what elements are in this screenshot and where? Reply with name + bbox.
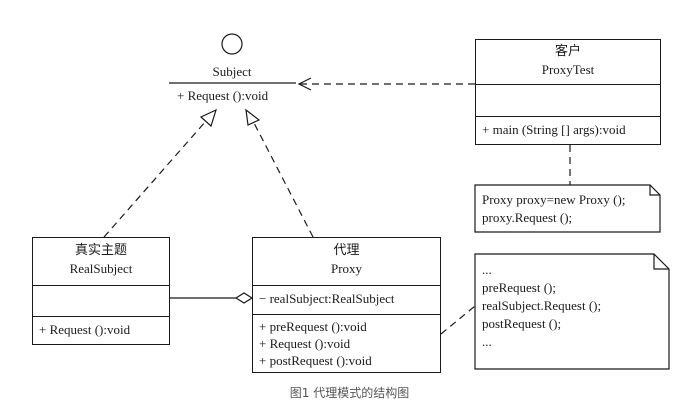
proxy-attributes-section (253, 285, 440, 286)
realsubject-operations-section (33, 316, 169, 317)
proxy-operation: + Request ():void (259, 336, 351, 351)
realization-realsubject (103, 120, 207, 238)
subject-name: Subject (212, 64, 252, 79)
dependency-arrowhead (297, 77, 312, 91)
note-anchor-proxy (440, 305, 476, 335)
client-stereotype: 客户 (554, 44, 581, 59)
note-client-line: Proxy proxy=new Proxy (); (482, 192, 626, 207)
realization-proxy (253, 122, 314, 238)
proxy-class-box: 代理 Proxy − realSubject:RealSubject + pre… (252, 237, 441, 373)
proxy-class-name: Proxy (330, 261, 363, 276)
client-class-name: ProxyTest (541, 62, 595, 77)
note-client-shape (474, 184, 661, 233)
client-operations-section (476, 116, 660, 117)
proxy-stereotype: 代理 (333, 243, 360, 258)
note-proxy-shape (474, 253, 670, 370)
client-operation: + main (String [] args):void (482, 122, 626, 137)
realsubject-attributes-section (33, 285, 169, 286)
note-proxy-line: postRequest (); (482, 316, 562, 331)
note-client-fold (649, 185, 660, 196)
aggregation-diamond (234, 292, 254, 304)
note-proxy-line: ... (482, 334, 492, 349)
note-proxy-line: preRequest (); (482, 280, 557, 295)
note-proxy-fold (653, 254, 669, 270)
proxy-operation: + preRequest ():void (259, 319, 367, 334)
realization-arrowhead-realsubject (199, 108, 217, 128)
realsubject-operation: + Request ():void (39, 322, 131, 337)
client-class-box: 客户 ProxyTest + main (String [] args):voi… (475, 39, 661, 145)
realsubject-class-name: RealSubject (69, 261, 133, 276)
subject-operation: + Request ():void (177, 88, 269, 103)
note-proxy-line: realSubject.Request (); (482, 298, 602, 313)
figure-caption: 图1 代理模式的结构图 (289, 386, 410, 400)
proxy-operations-section (253, 314, 440, 315)
note-client-line: proxy.Request (); (482, 210, 573, 225)
client-attributes-section (476, 84, 660, 85)
note-proxy-line: ... (482, 262, 492, 277)
realsubject-stereotype: 真实主题 (74, 243, 127, 258)
proxy-attribute: − realSubject:RealSubject (259, 291, 395, 306)
realsubject-class-box: 真实主题 RealSubject + Request ():void (32, 237, 170, 345)
realization-arrowhead-proxy (245, 108, 261, 126)
interface-lollipop-icon (221, 33, 243, 55)
proxy-operation: + postRequest ():void (259, 353, 372, 368)
